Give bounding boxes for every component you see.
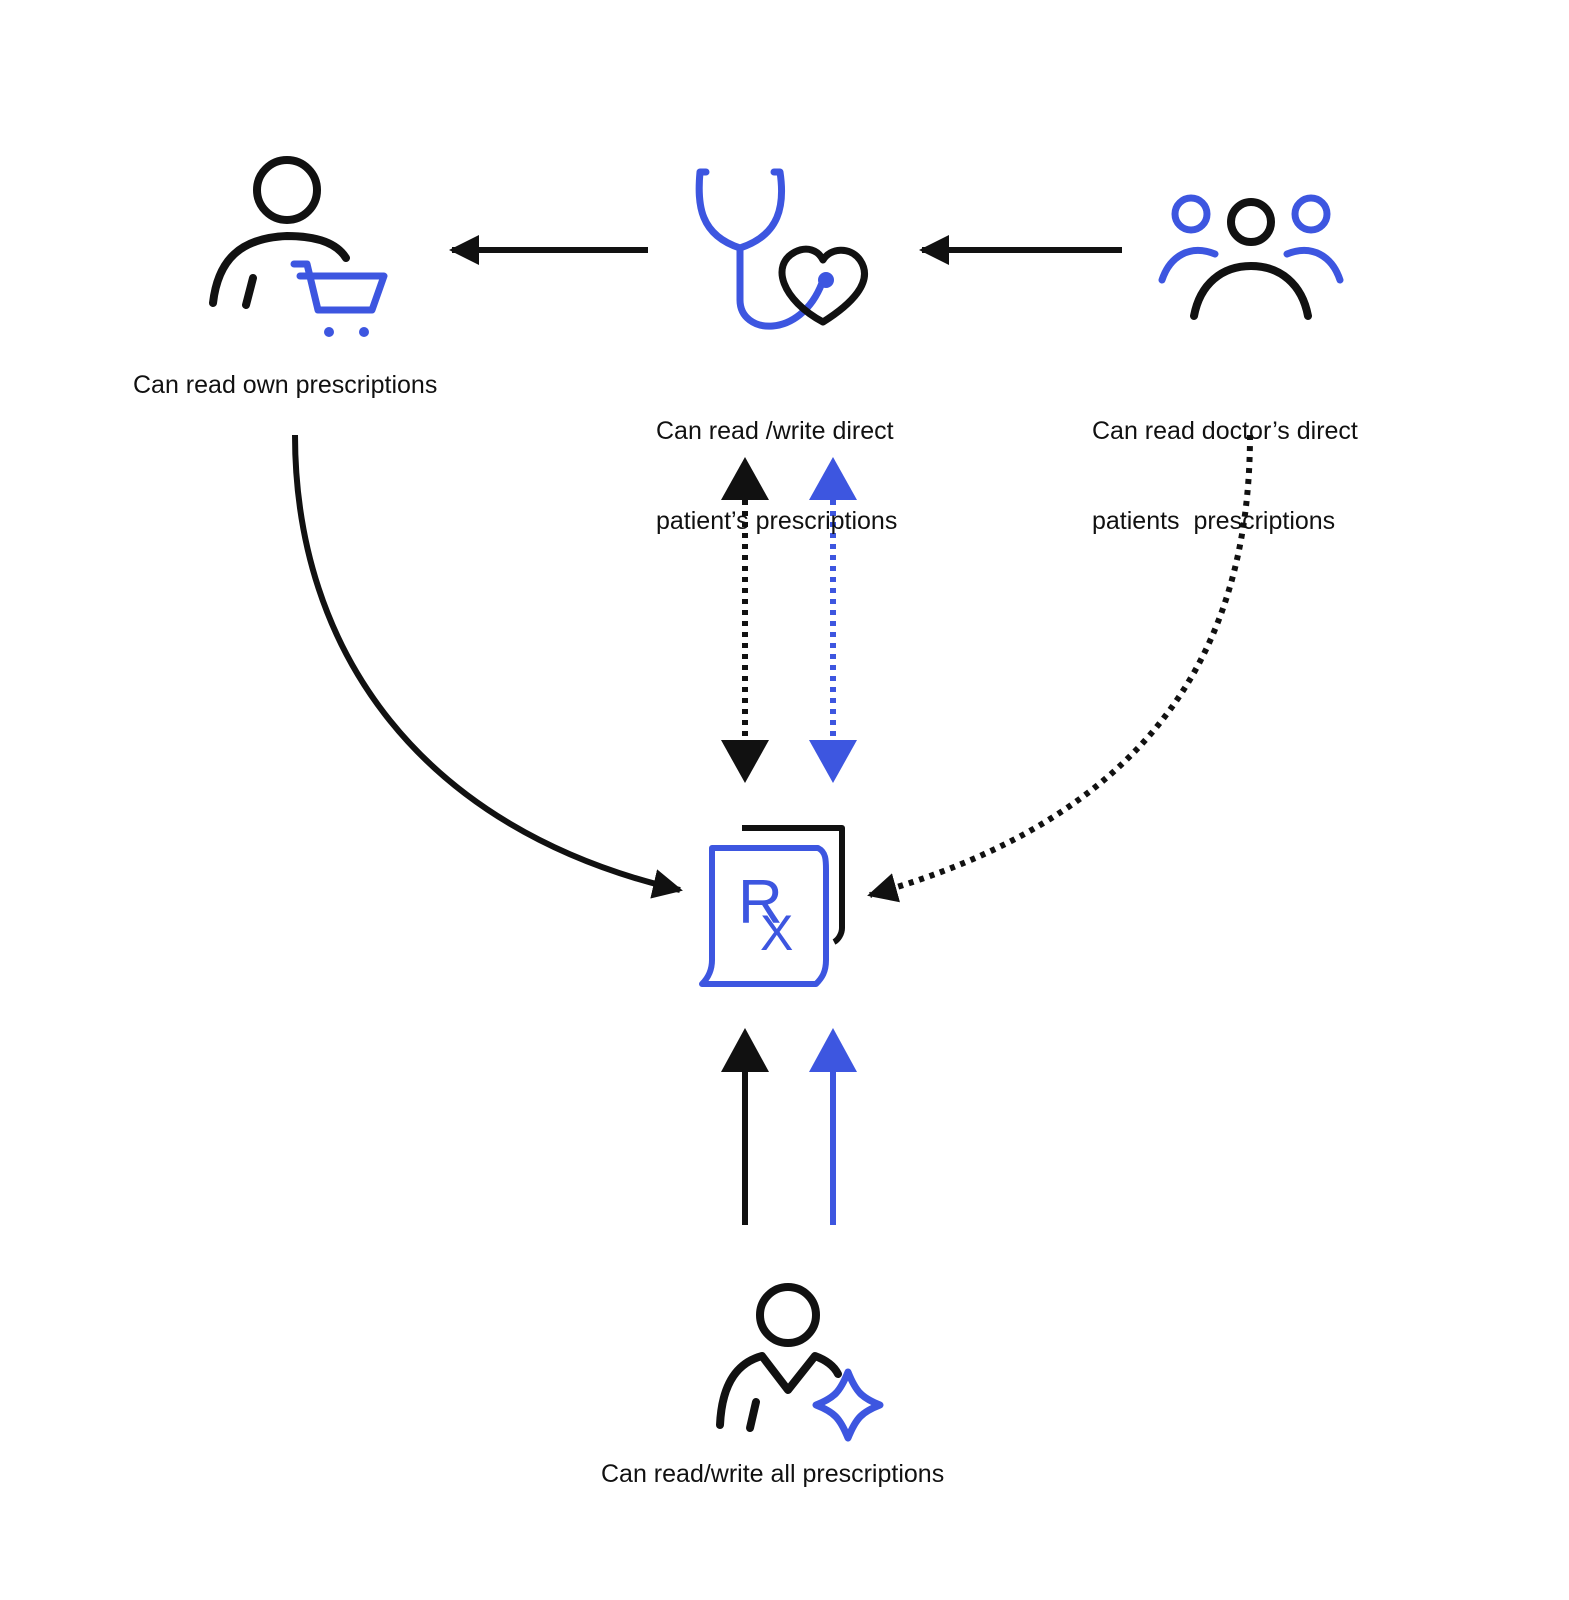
arrowhead-up-blue [809,457,857,500]
admin-label: Can read/write all prescriptions [601,1460,945,1488]
arrowhead-admin-black [721,1028,769,1072]
rx-letter-x: X [760,905,793,961]
arrowhead-admin-blue [809,1028,857,1072]
rx-letter-r: R [738,868,783,937]
customer-cart-icon [209,156,388,337]
group-label: Can read doctor’s direct patients prescr… [1092,356,1358,566]
doctor-label-line-2: patient’s prescriptions [656,507,898,535]
prescription-rx-icon: R X [699,825,845,987]
group-label-line-2: patients prescriptions [1092,507,1336,535]
arrowhead-up-black [721,457,769,500]
group-people-icon [1158,194,1344,320]
group-label-line-1: Can read doctor’s direct [1092,417,1358,445]
doctor-label-line-1: Can read /write direct [656,417,894,445]
admin-sparkle-icon [716,1283,884,1442]
doctor-label: Can read /write direct patient’s prescri… [656,356,897,566]
arrowhead-down-blue [809,740,857,783]
stethoscope-heart-icon [695,168,868,330]
arrow-customer-to-prescription [292,434,683,899]
arrowhead-down-black [721,740,769,783]
customer-label: Can read own prescriptions [133,371,438,399]
arrow-group-to-prescription [867,434,1253,903]
